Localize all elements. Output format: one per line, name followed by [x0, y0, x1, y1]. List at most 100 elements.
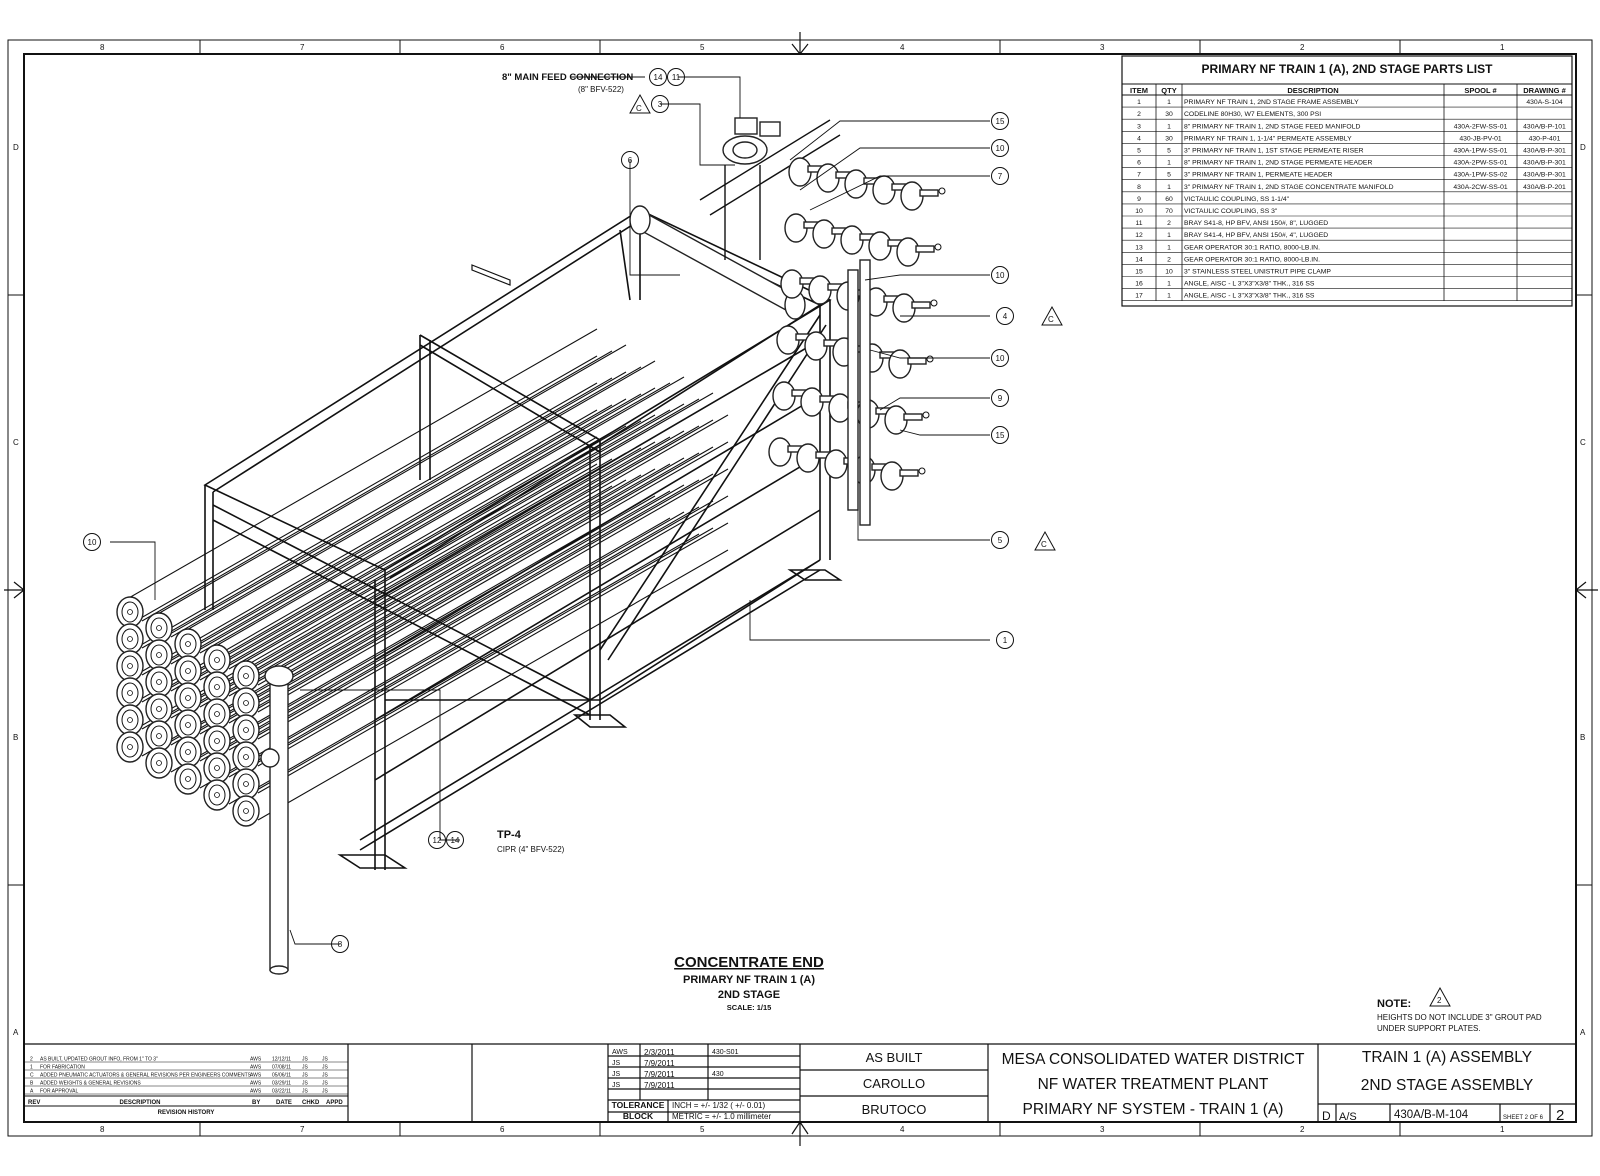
vessel-tube	[184, 387, 671, 681]
parts-cell: 1	[1167, 184, 1171, 191]
view-scale: SCALE: 1/15	[727, 1003, 772, 1012]
vessel-end-face	[203, 779, 231, 811]
parts-cell: 430A-2CW-SS-01	[1453, 184, 1507, 191]
parts-cell: 6	[1137, 160, 1141, 167]
drawing-scale: A/S	[1339, 1111, 1357, 1123]
vessel-permeate-end	[896, 237, 942, 267]
callout-balloon: 15	[991, 426, 1009, 444]
vessel-tube	[213, 457, 700, 751]
vessel-tube	[242, 473, 729, 767]
vessel-permeate-end	[816, 163, 862, 193]
revision-cell: A	[30, 1088, 34, 1094]
parts-cell: 10	[1165, 269, 1173, 276]
zone-top-1: 1	[1500, 43, 1505, 52]
zone-labels: 8 7 6 5 4 3 2 1 8 7 6 5 4 3 2 1 D C B A …	[13, 43, 1586, 1134]
parts-cell: 2	[1167, 256, 1171, 263]
drawing-size: D	[1322, 1109, 1331, 1123]
svg-text:14: 14	[451, 836, 460, 845]
zone-top-2: 2	[1300, 43, 1305, 52]
revision-cell: ADDED WEIGHTS & GENERAL REVISIONS	[40, 1080, 141, 1086]
zone-top-3: 3	[1100, 43, 1105, 52]
note-rev-mark: 2	[1437, 996, 1442, 1005]
vessel-permeate-end	[780, 269, 826, 299]
delta-c-3: C	[1041, 540, 1047, 549]
vessel-end-face	[232, 714, 260, 746]
leader-lines	[110, 76, 990, 945]
project-line-3: PRIMARY NF SYSTEM - TRAIN 1 (A)	[1023, 1101, 1284, 1118]
parts-cell: BRAY S41-4, HP BFV, ANSI 150#, 4", LUGGE…	[1184, 232, 1328, 239]
vessel-permeate-end	[808, 275, 854, 305]
revision-cell: B	[30, 1080, 34, 1086]
revision-cell: JS	[322, 1056, 329, 1062]
parts-cell: 5	[1137, 148, 1141, 155]
main-feed-balloon: 14	[649, 68, 667, 86]
delta-c-1: C	[636, 104, 642, 113]
vessel-tube	[184, 360, 671, 654]
parts-cell: 430A/B-P-301	[1523, 160, 1566, 167]
parts-list: PRIMARY NF TRAIN 1 (A), 2ND STAGE PARTS …	[1121, 55, 1573, 307]
vessel-end-face	[203, 752, 231, 784]
signoff-ref: 430-S01	[712, 1049, 739, 1056]
parts-cell: 3" STAINLESS STEEL UNISTRUT PIPE CLAMP	[1184, 269, 1331, 276]
revision-cell: AS BUILT, UPDATED GROUT INFO, FROM 1" TO…	[40, 1056, 158, 1062]
callout-balloon: 3	[651, 95, 669, 113]
svg-text:10: 10	[996, 354, 1005, 363]
parts-cell: 17	[1135, 293, 1143, 300]
revision-cell: AWS	[250, 1072, 262, 1078]
revision-header-appd: APPD	[326, 1100, 343, 1106]
revision-cell: JS	[322, 1088, 329, 1094]
svg-text:6: 6	[628, 156, 633, 165]
vessel-end-face	[232, 660, 260, 692]
parts-cell: 70	[1165, 208, 1173, 215]
svg-text:15: 15	[996, 431, 1005, 440]
zone-top-6: 6	[500, 43, 505, 52]
revision-header-desc: DESCRIPTION	[119, 1100, 160, 1106]
callout-balloon: 10	[83, 533, 101, 551]
parts-cell: GEAR OPERATOR 30:1 RATIO, 8000-LB.IN.	[1184, 244, 1320, 251]
signoff-date: 7/9/2011	[644, 1059, 675, 1068]
vessel-end-face	[145, 612, 173, 644]
revision-history-table: 2 AS BUILT, UPDATED GROUT INFO, FROM 1" T…	[23, 1043, 349, 1123]
zone-left-c: C	[13, 438, 19, 447]
concentrate-manifold	[260, 665, 294, 975]
vessel-end-face	[116, 650, 144, 682]
revision-cell: 2	[30, 1056, 33, 1062]
parts-header: DRAWING #	[1523, 86, 1566, 95]
revision-header-chkd: CHKD	[302, 1100, 320, 1106]
parts-header: SPOOL #	[1464, 86, 1497, 95]
revision-cell: JS	[322, 1072, 329, 1078]
tp4-label: TP-4	[497, 829, 522, 841]
parts-cell: 3" PRIMARY NF TRAIN 1, 2ND STAGE CONCENT…	[1184, 184, 1394, 191]
parts-header: QTY	[1161, 86, 1176, 95]
revision-cell: 12/12/11	[272, 1056, 291, 1062]
parts-cell: VICTAULIC COUPLING, SS 3"	[1184, 208, 1278, 215]
vessel-tube	[155, 371, 642, 665]
parts-cell: VICTAULIC COUPLING, SS 1-1/4"	[1184, 196, 1290, 203]
revision-cell: FOR APPROVAL	[40, 1088, 78, 1094]
parts-list-title: PRIMARY NF TRAIN 1 (A), 2ND STAGE PARTS …	[1202, 62, 1494, 76]
revision-cell: AWS	[250, 1080, 262, 1086]
signoff-date: 7/9/2011	[644, 1081, 675, 1090]
parts-cell: 8	[1137, 184, 1141, 191]
tp4-balloon: 14	[446, 831, 464, 849]
parts-cell: 4	[1137, 135, 1141, 142]
parts-cell: 2	[1167, 220, 1171, 227]
project-line-1: MESA CONSOLIDATED WATER DISTRICT	[1002, 1051, 1305, 1068]
parts-cell: 30	[1165, 111, 1173, 118]
vessel-permeate-end	[788, 157, 834, 187]
zone-bottom-7: 7	[300, 1125, 305, 1134]
vessel-end-face	[232, 687, 260, 719]
callout-balloon: 4	[996, 307, 1014, 325]
parts-cell: ANGLE, AISC - L 3"X3"X3/8" THK., 316 SS	[1184, 293, 1315, 300]
vessel-permeate-end	[880, 461, 926, 491]
vessel-end-face	[232, 768, 260, 800]
callout-balloon: 15	[991, 112, 1009, 130]
parts-cell: 2	[1137, 111, 1141, 118]
revision-cell: JS	[322, 1064, 329, 1070]
svg-text:5: 5	[998, 536, 1003, 545]
parts-cell: 1	[1167, 123, 1171, 130]
feed-manifold-valve	[699, 117, 841, 260]
parts-cell: CODELINE 80H30, W7 ELEMENTS, 300 PSI	[1184, 111, 1321, 118]
revision-header-rev: REV	[28, 1100, 40, 1106]
